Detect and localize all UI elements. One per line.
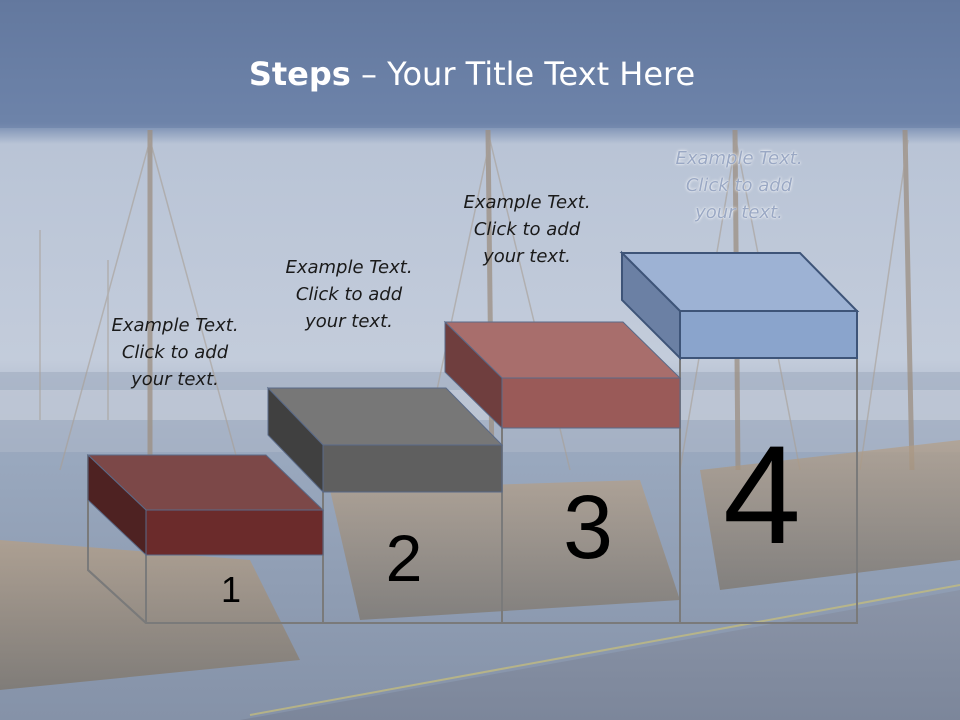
title-bold: Steps <box>248 55 351 93</box>
step-box-3 <box>443 320 682 430</box>
caption-line: Click to add <box>473 219 581 240</box>
caption-line: Click to add <box>295 284 403 305</box>
caption-line: Example Text. <box>675 148 803 169</box>
step-2-number: 2 <box>385 521 423 595</box>
step-box-1 <box>86 453 325 557</box>
caption-line: Click to add <box>121 342 229 363</box>
step-box-2 <box>266 386 504 494</box>
step-4-caption[interactable]: Example Text. Click to add your text. <box>654 145 824 226</box>
caption-line: Example Text. <box>111 315 239 336</box>
steps-graphic <box>86 250 860 624</box>
title-rest: – Your Title Text Here <box>350 55 696 93</box>
step-1-number: 1 <box>220 569 242 610</box>
slide-title[interactable]: Steps – Your Title Text Here <box>0 52 944 96</box>
caption-line: your text. <box>483 246 571 267</box>
caption-line: Example Text. <box>463 192 591 213</box>
step-4-number: 4 <box>723 416 801 573</box>
caption-line: Example Text. <box>285 257 413 278</box>
step-2-caption[interactable]: Example Text. Click to add your text. <box>264 254 434 335</box>
caption-line: your text. <box>695 202 783 223</box>
step-1-caption[interactable]: Example Text. Click to add your text. <box>90 312 260 393</box>
step-box-4 <box>619 250 860 361</box>
step-3-number: 3 <box>562 478 614 578</box>
caption-line: Click to add <box>685 175 793 196</box>
caption-line: your text. <box>131 369 219 390</box>
step-3-caption[interactable]: Example Text. Click to add your text. <box>442 189 612 270</box>
caption-line: your text. <box>305 311 393 332</box>
